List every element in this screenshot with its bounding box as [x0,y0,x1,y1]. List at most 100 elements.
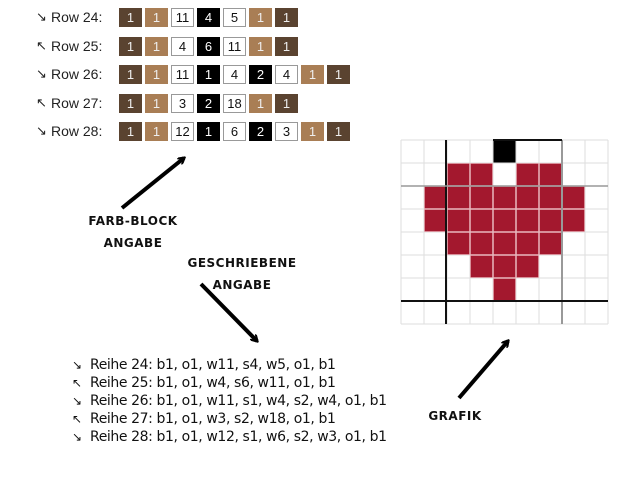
color-block-s: 1 [197,122,220,142]
written-row-text: Reihe 24: b1, o1, w11, s4, w5, o1, b1 [90,357,336,373]
written-row-text: Reihe 26: b1, o1, w11, s1, w4, s2, w4, o… [90,393,387,409]
heart-cell [470,186,493,209]
direction-arrow-icon: ↖ [36,37,47,53]
heart-cell-border [447,209,470,232]
written-row-text: Reihe 27: b1, o1, w3, s2, w18, o1, b1 [90,411,336,427]
heart-cell-border [470,255,493,278]
written-row-text: Reihe 25: b1, o1, w4, s6, w11, o1, b1 [90,375,336,391]
color-block-o: 1 [145,36,168,56]
heart-cell [470,209,493,232]
color-block-s: 2 [249,65,272,85]
direction-arrow-icon: ↘ [36,123,47,139]
heart-cell [424,209,447,232]
color-block-w: 6 [223,122,246,142]
written-row: ↘ Reihe 28: b1, o1, w12, s1, w6, s2, w3, … [72,429,387,447]
color-block-w: 5 [223,8,246,27]
heart-cell-border [493,255,516,278]
heart-cell [516,232,539,255]
heart-cell [470,163,493,186]
color-block-b: 1 [275,8,298,27]
color-block-o: 1 [145,8,168,27]
color-block-w: 4 [275,65,298,85]
color-block-b: 1 [119,36,142,56]
heart-chart-grid [400,139,609,325]
color-block-o: 1 [249,36,272,56]
written-row: ↘ Reihe 26: b1, o1, w11, s1, w4, s2, w4, … [72,393,387,411]
heart-cell [539,163,562,186]
color-block-w: 4 [223,65,246,85]
written-instructions: ↘Reihe 24: b1, o1, w11, s4, w5, o1, b1↖R… [72,357,387,447]
heart-cell [493,232,516,255]
heart-cell-border [516,209,539,232]
row-label: Row 27: [51,94,103,111]
color-block-s: 2 [249,122,272,142]
row-label: Row 26: [51,66,103,83]
geschriebene-label-line2: ANGABE [212,278,272,292]
color-block-w: 11 [171,8,194,27]
heart-cell [539,209,562,232]
heart-cell [424,186,447,209]
direction-arrow-icon: ↖ [72,376,82,390]
geschriebene-label-line1: GESCHRIEBENE [187,256,297,270]
farb-block-label-line1: FARB-BLOCK [88,214,178,228]
heart-cell [562,186,585,209]
color-block-b: 1 [119,122,142,142]
color-block-o: 1 [301,122,324,142]
color-block-o: 1 [249,93,272,113]
color-block-s: 6 [197,36,220,56]
color-block-b: 1 [327,65,350,85]
color-block-w: 12 [171,122,194,142]
color-block-o: 1 [145,93,168,113]
heart-cell-border [470,232,493,255]
heart-cell-border [516,255,539,278]
heart-cell [516,163,539,186]
heart-cell-border [516,232,539,255]
color-block-s: 1 [197,65,220,85]
color-block-o: 1 [249,8,272,27]
heart-cell [493,209,516,232]
row-label: Row 28: [51,123,103,140]
grafik-label: GRAFIK [428,409,482,423]
heart-cell [447,232,470,255]
written-row: ↖ Reihe 27: b1, o1, w3, s2, w18, o1, b1 [72,411,387,429]
heart-cell-border [470,209,493,232]
color-block-w: 11 [223,36,246,56]
written-row: ↘Reihe 24: b1, o1, w11, s4, w5, o1, b1 [72,357,387,375]
written-row-text: Reihe 28: b1, o1, w12, s1, w6, s2, w3, o… [90,429,387,445]
heart-cell [539,232,562,255]
heart-cell-border [493,209,516,232]
direction-arrow-icon: ↘ [36,66,47,82]
color-block-o: 1 [145,122,168,142]
farb-block-label: FARB-BLOCK ANGABE [78,210,188,254]
heart-cell [493,186,516,209]
color-block-w: 11 [171,65,194,85]
color-block-w: 3 [171,93,194,113]
direction-arrow-icon: ↘ [72,430,82,444]
geschriebene-label: GESCHRIEBENE ANGABE [182,252,302,296]
heart-cell [447,209,470,232]
direction-arrow-icon: ↘ [72,394,82,408]
color-block-o: 1 [301,65,324,85]
heart-cell [447,186,470,209]
color-block-b: 1 [119,93,142,113]
heart-cell [516,209,539,232]
heart-cell-border [493,232,516,255]
color-block-s: 2 [197,93,220,113]
direction-arrow-icon: ↖ [36,94,47,110]
color-block-w: 18 [223,93,246,113]
color-block-b: 1 [327,122,350,142]
heart-cell [447,163,470,186]
heart-cell [562,209,585,232]
direction-arrow-icon: ↘ [36,9,47,24]
direction-arrow-icon: ↖ [72,412,82,426]
color-block-b: 1 [275,93,298,113]
farb-block-label-line2: ANGABE [103,236,163,250]
color-block-s: 4 [197,8,220,27]
grafik-arrow [457,341,508,400]
black-cell [493,140,516,163]
heart-cell [516,255,539,278]
color-block-b: 1 [275,36,298,56]
color-block-w: 3 [275,122,298,142]
heart-cell [470,232,493,255]
